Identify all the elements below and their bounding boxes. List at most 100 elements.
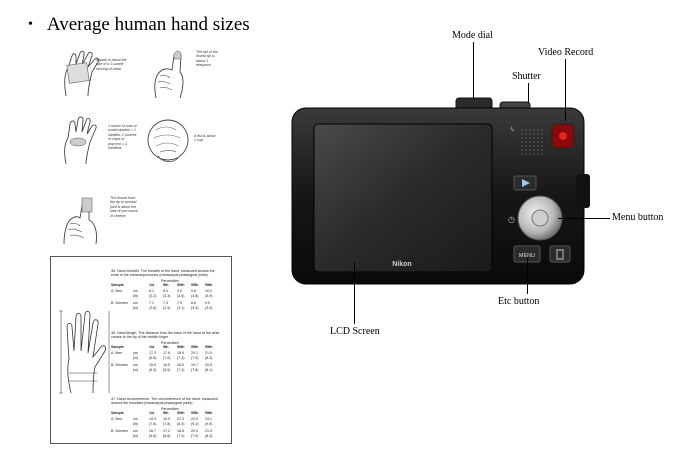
table-cell: 7.9 — [177, 301, 182, 305]
slide-bullet: • Average human hand sizes — [28, 14, 250, 36]
leader-video-record — [565, 59, 566, 121]
column-header: 5th — [163, 345, 169, 349]
table-cell: 8.6 — [191, 301, 196, 305]
table-cell: (in) — [133, 368, 139, 372]
play-icon — [522, 179, 530, 187]
delete-button[interactable] — [549, 245, 571, 263]
column-header: Sample — [111, 345, 124, 349]
brand-logo: Nikon — [392, 261, 411, 268]
table-cell: 21.3 — [177, 417, 184, 421]
table-cell: (8.1) — [205, 368, 213, 372]
label-video-record: Video Record — [538, 47, 594, 58]
table-cell: cm — [133, 301, 138, 305]
column-header: 1st — [149, 411, 155, 415]
doc-section-title: 46. Hand breadth. The breadth of the han… — [111, 269, 215, 278]
column-header: 99th — [205, 411, 213, 415]
label-lcd-screen: LCD Screen — [330, 326, 380, 337]
table-cell: 9.0 — [177, 289, 182, 293]
ok-button[interactable] — [531, 209, 549, 227]
column-header: 1st — [149, 345, 155, 349]
fist-sketch — [147, 119, 189, 162]
video-record-icon — [559, 132, 567, 140]
table-cell: 8.1 — [149, 289, 154, 293]
column-header: 95th — [191, 283, 199, 287]
table-cell: (6.5) — [163, 368, 171, 372]
table-cell: (in) — [133, 306, 139, 310]
percentiles-header: Percentiles — [161, 341, 179, 345]
column-header: 95th — [191, 411, 199, 415]
table-cell: 15.9 — [149, 363, 156, 367]
slide-bullet-text: Average human hand sizes — [46, 14, 250, 35]
table-cell: (7.9) — [191, 356, 199, 360]
palm-sketch — [64, 50, 100, 97]
table-cell: (in) — [133, 434, 139, 438]
thumb-tip-note: The tail of the thumb tip is about 1 tea… — [196, 50, 218, 68]
table-cell: cm — [133, 417, 138, 421]
table-cell: (3.5) — [205, 306, 213, 310]
table-cell: 20.5 — [205, 363, 212, 367]
table-cell: 10.2 — [205, 289, 212, 293]
leader-lcd-screen — [354, 262, 355, 324]
hand-outline-diagram — [59, 310, 110, 394]
table-cell: (in) — [133, 422, 139, 426]
table-cell: 20.0 — [191, 429, 198, 433]
column-header: Sample — [111, 411, 124, 415]
table-cell: A. Men — [111, 417, 123, 421]
table-cell: 7.3 — [163, 301, 168, 305]
table-cell: (7.0) — [163, 356, 171, 360]
table-cell: 20.1 — [191, 351, 198, 355]
table-cell: (8.3) — [205, 434, 213, 438]
table-cell: (2.9) — [163, 306, 171, 310]
table-cell: (7.3) — [177, 434, 185, 438]
label-mode-dial: Mode dial — [452, 30, 493, 41]
column-header: 5th — [163, 283, 169, 287]
table-cell: (7.8) — [163, 422, 171, 426]
doc-section-title: 47. Hand circumference. The circumferenc… — [111, 397, 218, 406]
leader-shutter — [528, 83, 529, 103]
table-cell: 21.0 — [205, 351, 212, 355]
column-header: 50th — [177, 345, 185, 349]
column-header: 5th — [163, 411, 169, 415]
percentiles-header: Percentiles — [161, 407, 179, 411]
column-header: 95th — [191, 345, 199, 349]
table-cell: (6.3) — [149, 368, 157, 372]
table-cell: 23.0 — [191, 417, 198, 421]
table-cell: 21.0 — [205, 429, 212, 433]
table-cell: (2.8) — [149, 306, 157, 310]
column-header: 50th — [177, 283, 185, 287]
thumb-joint-note: The thumb from the tip to second joint i… — [110, 196, 139, 218]
table-cell: 7.1 — [149, 301, 154, 305]
anthropometry-document: 46. Hand breadth. The breadth of the han… — [50, 256, 232, 444]
label-shutter: Shutter — [512, 71, 541, 82]
table-cell: 17.3 — [149, 351, 156, 355]
column-header: 1st — [149, 283, 155, 287]
table-cell: (3.8) — [191, 294, 199, 298]
table-cell: (7.1) — [177, 368, 185, 372]
leader-mode-dial — [473, 42, 474, 98]
table-cell: 9.8 — [191, 289, 196, 293]
flash-icon: ϟ — [510, 126, 515, 134]
table-cell: (7.4) — [177, 356, 185, 360]
cupped-hand-note: 1 ounce of nuts or small candies = 1 han… — [108, 124, 137, 151]
leader-etc-button — [527, 258, 528, 294]
table-cell: B. Women — [111, 363, 128, 367]
table-cell: (6.8) — [149, 356, 157, 360]
table-cell: (in) — [133, 294, 139, 298]
table-cell: 19.7 — [191, 363, 198, 367]
column-header: 99th — [205, 283, 213, 287]
table-cell: B. Women — [111, 429, 128, 433]
lcd-screen — [313, 123, 493, 273]
label-etc-button: Etc button — [498, 296, 540, 307]
fist-note: A fist is about 1 cup. — [194, 134, 216, 143]
bullet-dot: • — [28, 17, 33, 32]
table-cell: (3.4) — [191, 306, 199, 310]
table-cell: (6.6) — [149, 434, 157, 438]
table-cell: 17.2 — [163, 429, 170, 433]
table-cell: (7.9) — [191, 434, 199, 438]
column-header: Sample — [111, 283, 124, 287]
table-cell: 19.3 — [149, 417, 156, 421]
cupped-hand-sketch — [64, 116, 97, 165]
label-menu-button: Menu button — [612, 212, 664, 223]
table-cell: (3.9) — [205, 294, 213, 298]
table-cell: (7.6) — [149, 422, 157, 426]
